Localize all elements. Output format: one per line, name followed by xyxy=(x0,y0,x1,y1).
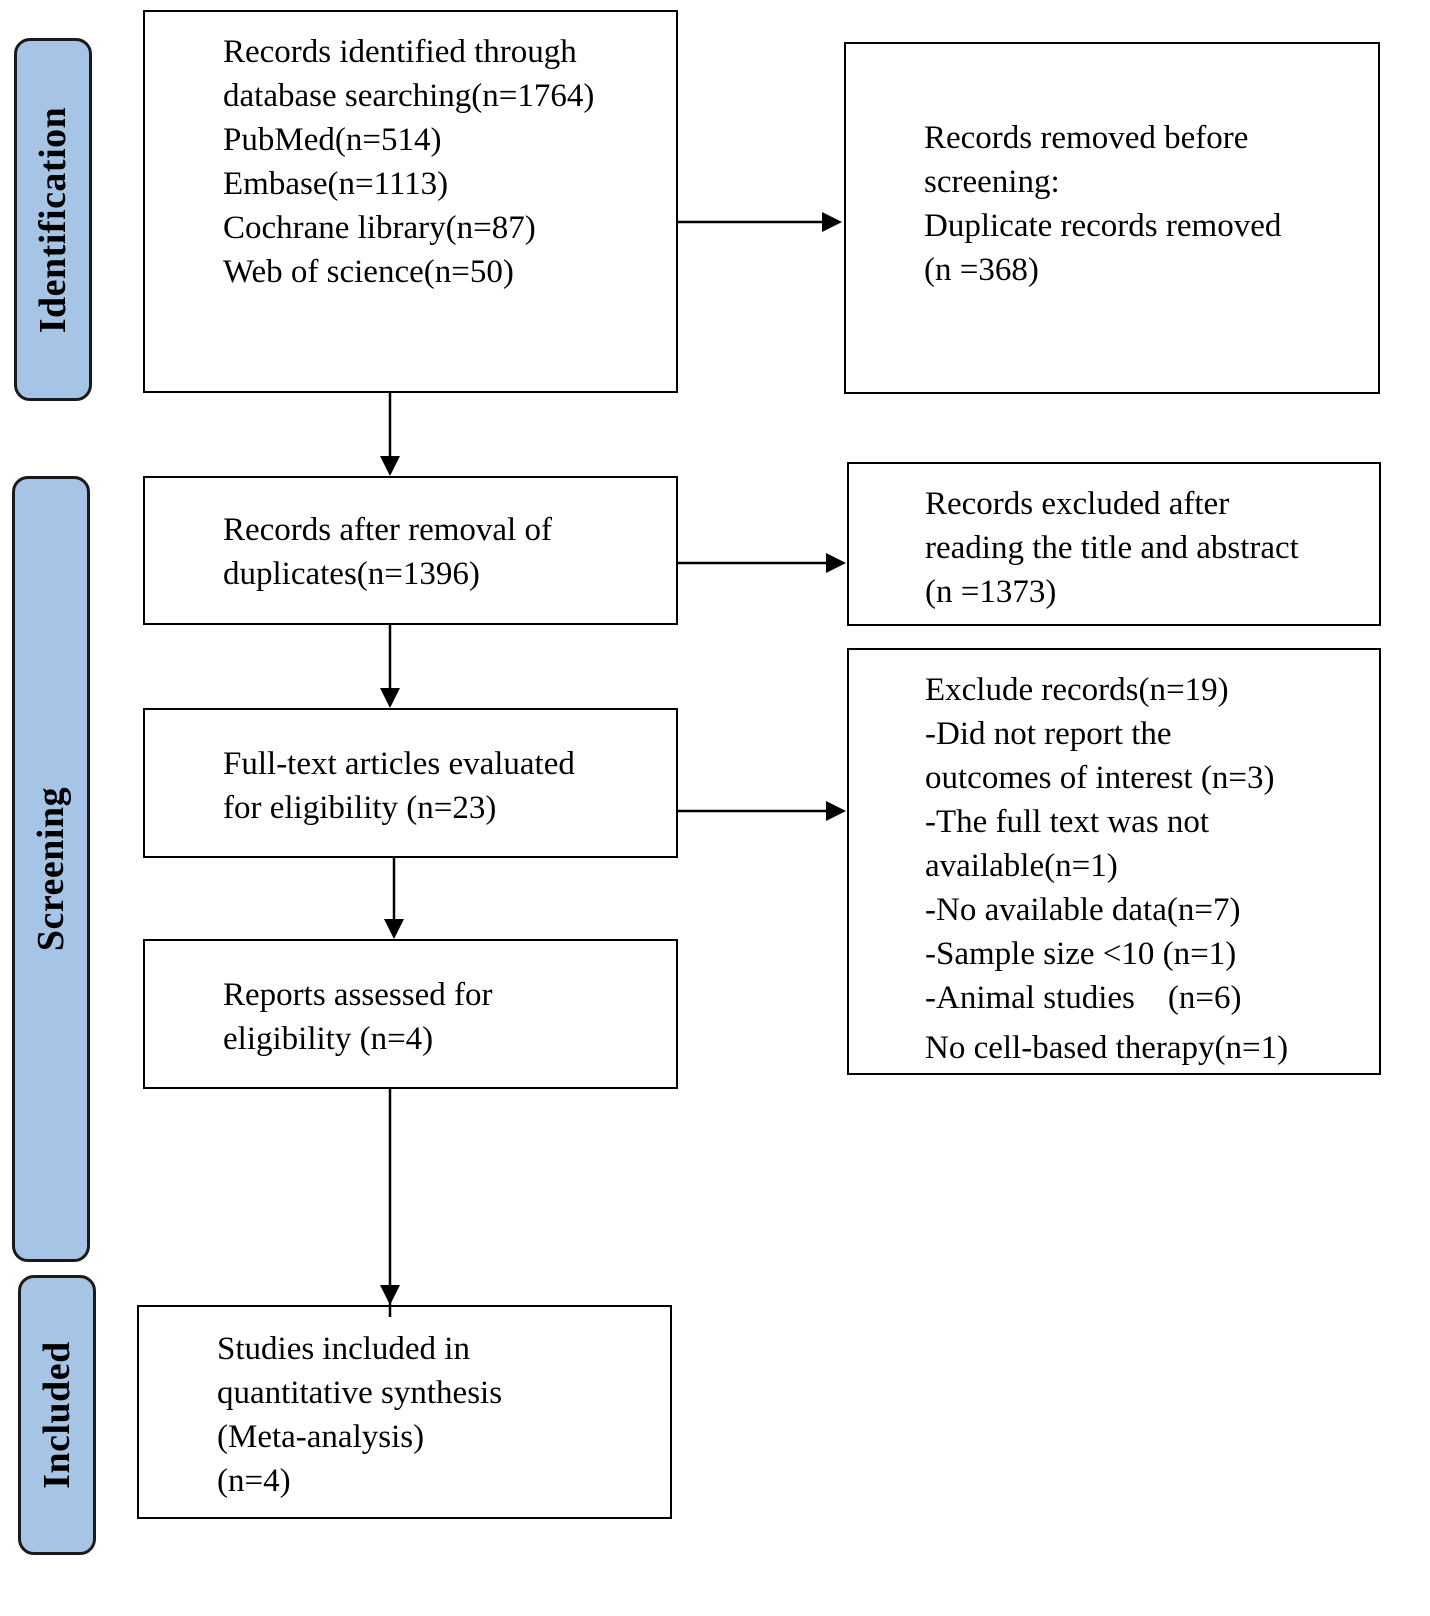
records-after-removal-box: Records after removal of duplicates(n=13… xyxy=(143,476,678,625)
box-line: Studies included in xyxy=(217,1331,470,1367)
box-line: Records after removal of xyxy=(223,512,552,548)
box-line: Embase(n=1113) xyxy=(223,166,449,202)
box-line: (n =368) xyxy=(924,252,1039,288)
exclude-records-box: Exclude records(n=19) -Did not report th… xyxy=(847,648,1381,1075)
arrowhead xyxy=(822,212,842,232)
box-line: Duplicate records removed xyxy=(924,208,1282,244)
records-excluded-title-box: Records excluded after reading the title… xyxy=(847,462,1381,626)
phase-included: Included xyxy=(18,1275,96,1555)
box-line: Exclude records(n=19) xyxy=(925,672,1229,708)
box-line: (Meta-analysis) xyxy=(217,1419,425,1455)
box-line: -Sample size <10 (n=1) xyxy=(925,936,1237,972)
box-line: -Did not report the xyxy=(925,716,1172,752)
arrowhead xyxy=(826,553,846,573)
studies-included-box: Studies included in quantitative synthes… xyxy=(137,1305,672,1519)
box-line: Cochrane library(n=87) xyxy=(223,210,536,246)
records-removed-before-box: Records removed before screening: Duplic… xyxy=(844,42,1380,394)
phase-identification: Identification xyxy=(14,38,92,401)
box-line: for eligibility (n=23) xyxy=(223,790,497,826)
box-line: -The full text was not xyxy=(925,804,1210,840)
box-line: PubMed(n=514) xyxy=(223,122,442,158)
box-line: quantitative synthesis xyxy=(217,1375,503,1411)
arrowhead xyxy=(380,1285,400,1305)
box-line: database searching(n=1764) xyxy=(223,78,595,114)
box-line: outcomes of interest (n=3) xyxy=(925,760,1275,796)
box-line: eligibility (n=4) xyxy=(223,1021,434,1057)
box-line: -Animal studies (n=6) xyxy=(925,980,1242,1016)
fulltext-evaluated-box: Full-text articles evaluated for eligibi… xyxy=(143,708,678,858)
box-line: Records identified through xyxy=(223,34,577,70)
arrowhead xyxy=(380,688,400,708)
box-line: duplicates(n=1396) xyxy=(223,556,480,592)
box-line: Full-text articles evaluated xyxy=(223,746,575,782)
box-line: (n=4) xyxy=(217,1463,291,1499)
box-line: Records removed before xyxy=(924,120,1249,156)
box-line: Records excluded after xyxy=(925,486,1230,522)
box-line: -No available data(n=7) xyxy=(925,892,1241,928)
box-line: No cell-based therapy(n=1) xyxy=(925,1030,1289,1066)
box-line: available(n=1) xyxy=(925,848,1118,884)
arrowhead xyxy=(826,801,846,821)
phase-screening: Screening xyxy=(12,476,90,1262)
box-line: Reports assessed for xyxy=(223,977,493,1013)
arrowhead xyxy=(384,919,404,939)
records-identified-box: Records identified through database sear… xyxy=(143,10,678,393)
box-line: Web of science(n=50) xyxy=(223,254,514,290)
box-line: (n =1373) xyxy=(925,574,1057,610)
box-line: screening: xyxy=(924,164,1060,200)
arrowhead xyxy=(380,456,400,476)
box-line: reading the title and abstract xyxy=(925,530,1299,566)
reports-assessed-box: Reports assessed for eligibility (n=4) xyxy=(143,939,678,1089)
